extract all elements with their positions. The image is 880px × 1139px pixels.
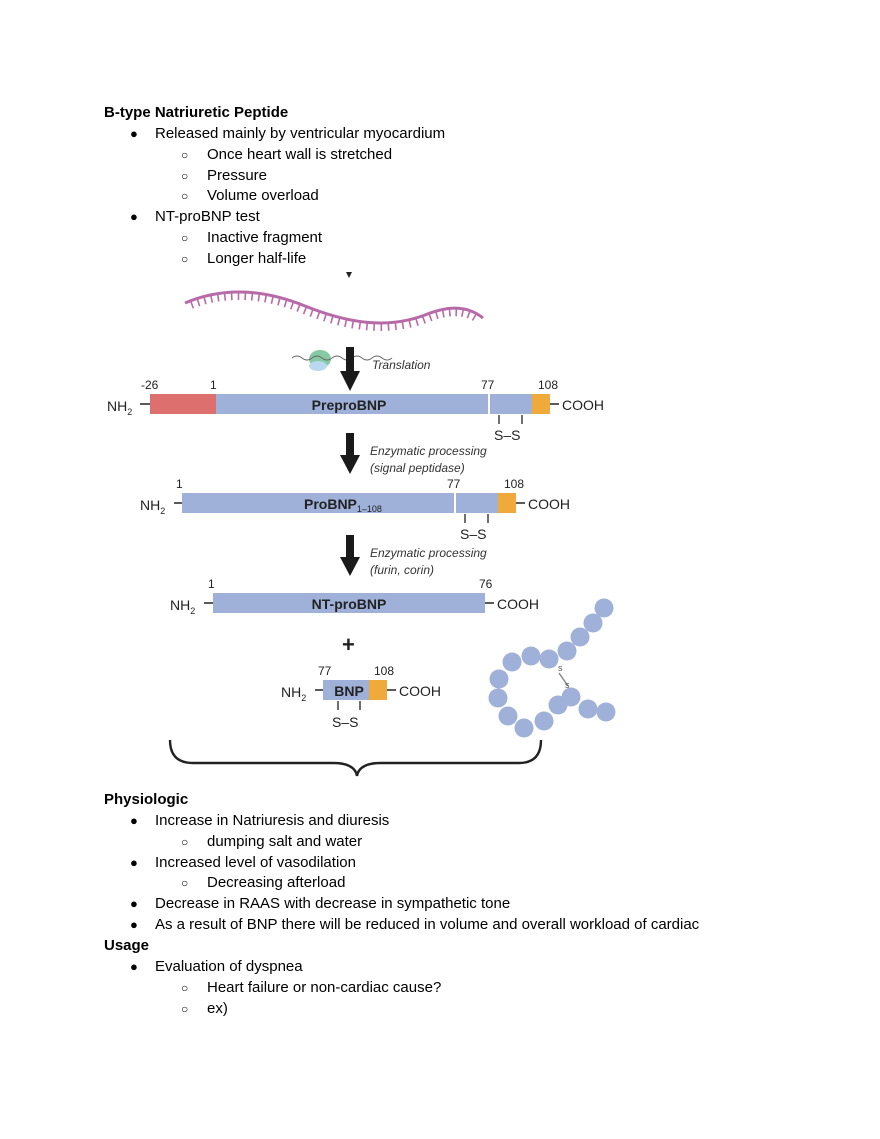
nh2-label: NH2 xyxy=(107,398,132,417)
hollow-bullet-icon: ○ xyxy=(181,980,189,995)
list-item: ●Released mainly by ventricular myocardi… xyxy=(0,124,880,145)
bullet-icon: ● xyxy=(130,209,138,225)
probnp-chain xyxy=(182,493,498,513)
hollow-bullet-icon: ○ xyxy=(181,876,189,891)
signal-peptide-segment xyxy=(150,394,216,414)
position-label: 1 xyxy=(208,577,215,591)
mrna-icon xyxy=(184,290,484,331)
bnp-label: BNP xyxy=(334,683,364,699)
c-terminal-segment xyxy=(369,680,387,700)
down-arrow-icon xyxy=(340,535,360,576)
nh2-label: NH2 xyxy=(170,597,195,616)
position-label: -26 xyxy=(141,378,159,392)
list-item: ●NT-proBNP test xyxy=(0,207,880,228)
hollow-bullet-icon: ○ xyxy=(181,189,189,204)
hollow-bullet-icon: ○ xyxy=(181,147,189,162)
translation-label: Translation xyxy=(372,358,431,372)
list-item: ○Heart failure or non-cardiac cause? xyxy=(0,978,880,999)
c-terminal-segment xyxy=(498,493,516,513)
section-heading-usage: Usage xyxy=(104,937,150,954)
bullet-icon: ● xyxy=(130,896,138,912)
ntprobnp-label: NT-proBNP xyxy=(312,596,387,612)
bullet-icon: ● xyxy=(130,916,138,932)
cooh-label: COOH xyxy=(497,596,539,612)
c-terminal-segment xyxy=(532,394,550,414)
preprobnp-label: PreproBNP xyxy=(312,397,387,413)
step2-label: Enzymatic processing xyxy=(370,546,487,560)
nh2-label: NH2 xyxy=(140,497,165,516)
cooh-label: COOH xyxy=(399,683,441,699)
probnp-label: ProBNP1–108 xyxy=(304,496,382,514)
sulfur-label: s xyxy=(565,680,570,690)
position-label: 77 xyxy=(318,664,332,678)
bnp-ring-structure-icon xyxy=(488,598,616,738)
hollow-bullet-icon: ○ xyxy=(181,168,189,183)
list-item: ●Increased level of vasodilation xyxy=(0,853,880,874)
hollow-bullet-icon: ○ xyxy=(181,834,189,849)
nh2-label: NH2 xyxy=(281,684,306,703)
bullet-icon: ● xyxy=(130,854,138,870)
sulfur-label: s xyxy=(558,663,563,673)
list-item: ○Pressure xyxy=(0,166,880,187)
position-label: 108 xyxy=(504,477,524,491)
plus-sign: + xyxy=(342,632,355,657)
position-label: 77 xyxy=(481,378,495,392)
down-arrow-icon xyxy=(340,347,360,391)
bullet-icon: ● xyxy=(130,126,138,141)
bnp-chain xyxy=(323,680,369,700)
down-arrow-icon xyxy=(340,433,360,474)
cooh-label: COOH xyxy=(562,397,604,413)
step1-label: Enzymatic processing xyxy=(370,444,487,458)
disulfide-label: S–S xyxy=(494,427,520,443)
step1-sublabel: (signal peptidase) xyxy=(370,461,465,475)
hollow-bullet-icon: ○ xyxy=(181,230,189,245)
list-item: ○Volume overload xyxy=(0,186,880,207)
cooh-label: COOH xyxy=(528,496,570,512)
preprobnp-chain xyxy=(216,394,532,414)
position-label: 108 xyxy=(374,664,394,678)
position-label: 76 xyxy=(479,577,493,591)
list-item: ●Increase in Natriuresis and diuresis xyxy=(0,811,880,832)
position-label: 77 xyxy=(447,477,461,491)
curly-brace-icon xyxy=(168,739,543,777)
hollow-bullet-icon: ○ xyxy=(181,251,189,266)
position-label: 108 xyxy=(538,378,558,392)
section-heading-physiologic: Physiologic xyxy=(104,791,189,808)
list-item: ●Decrease in RAAS with decrease in sympa… xyxy=(0,894,880,915)
ribosome-icon xyxy=(291,350,393,371)
bullet-icon: ● xyxy=(130,813,138,828)
list-item: ○Once heart wall is stretched xyxy=(0,145,880,166)
list-item: ○Longer half-life xyxy=(0,249,880,270)
usage-list: ●Evaluation of dyspnea ○Heart failure or… xyxy=(0,957,880,1019)
list-item: ●As a result of BNP there will be reduce… xyxy=(0,915,880,936)
disulfide-label: S–S xyxy=(332,714,358,730)
list-item: ○ex) xyxy=(0,999,880,1020)
bullet-icon: ● xyxy=(130,959,138,974)
small-triangle-marker xyxy=(346,272,352,278)
list-item: ●Evaluation of dyspnea xyxy=(0,957,880,978)
ntprobnp-chain xyxy=(213,593,485,613)
disulfide-label: S–S xyxy=(460,526,486,542)
list-item: ○dumping salt and water xyxy=(0,832,880,853)
step2-sublabel: (furin, corin) xyxy=(370,563,434,577)
section-heading-bnp: B-type Natriuretic Peptide xyxy=(104,104,289,121)
bnp-list: ●Released mainly by ventricular myocardi… xyxy=(0,124,880,270)
list-item: ○Inactive fragment xyxy=(0,228,880,249)
hollow-bullet-icon: ○ xyxy=(181,1001,189,1016)
list-item: ○Decreasing afterload xyxy=(0,873,880,894)
physiologic-list: ●Increase in Natriuresis and diuresis ○d… xyxy=(0,811,880,936)
position-label: 1 xyxy=(176,477,183,491)
position-label: 1 xyxy=(210,378,217,392)
